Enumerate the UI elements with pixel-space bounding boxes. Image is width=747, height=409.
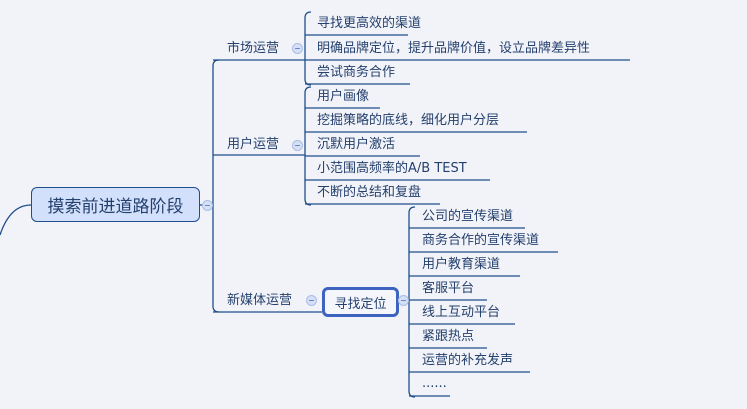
parent-connector [0,204,32,236]
selected-topic-find-positioning[interactable]: 寻找定位 [322,287,399,317]
subtopic[interactable]: 用户教育渠道 [422,257,501,272]
subtopic[interactable]: 寻找更高效的渠道 [317,16,422,31]
subtopic[interactable]: 运营的补充发声 [422,353,514,368]
collapse-icon[interactable] [292,140,303,151]
topic-new-media-ops[interactable]: 新媒体运营 [227,293,293,308]
subtopic[interactable]: 线上互动平台 [422,305,501,320]
subtopic[interactable]: 商务合作的宣传渠道 [422,233,540,248]
subtopic[interactable]: 紧跟热点 [422,329,475,344]
subtopic[interactable]: 不断的总结和复盘 [317,185,422,200]
subtopic[interactable]: 小范围高频率的A/B TEST [317,161,467,176]
subtopic[interactable]: 沉默用户激活 [317,137,396,152]
topic-market-ops[interactable]: 市场运营 [227,41,280,56]
subtopic[interactable]: 明确品牌定位，提升品牌价值，设立品牌差异性 [317,41,591,56]
collapse-icon[interactable] [292,43,303,54]
branch1-bracket [304,11,312,86]
subtopic[interactable]: 用户画像 [317,89,370,104]
subtopic[interactable]: 公司的宣传渠道 [422,209,514,224]
collapse-icon[interactable] [398,295,409,306]
subtopic[interactable]: 挖掘策略的底线，细化用户分层 [317,113,500,128]
topic-user-ops[interactable]: 用户运营 [227,137,280,152]
collapse-icon[interactable] [306,295,317,306]
subtopic[interactable]: 客服平台 [422,281,475,296]
branch2-bracket [304,86,312,206]
subtopic[interactable]: ...... [422,376,447,391]
root-trunk [200,59,220,313]
collapse-icon[interactable] [202,200,213,211]
subtopic[interactable]: 尝试商务合作 [317,65,396,80]
root-topic[interactable]: 摸索前进道路阶段 [31,187,200,222]
